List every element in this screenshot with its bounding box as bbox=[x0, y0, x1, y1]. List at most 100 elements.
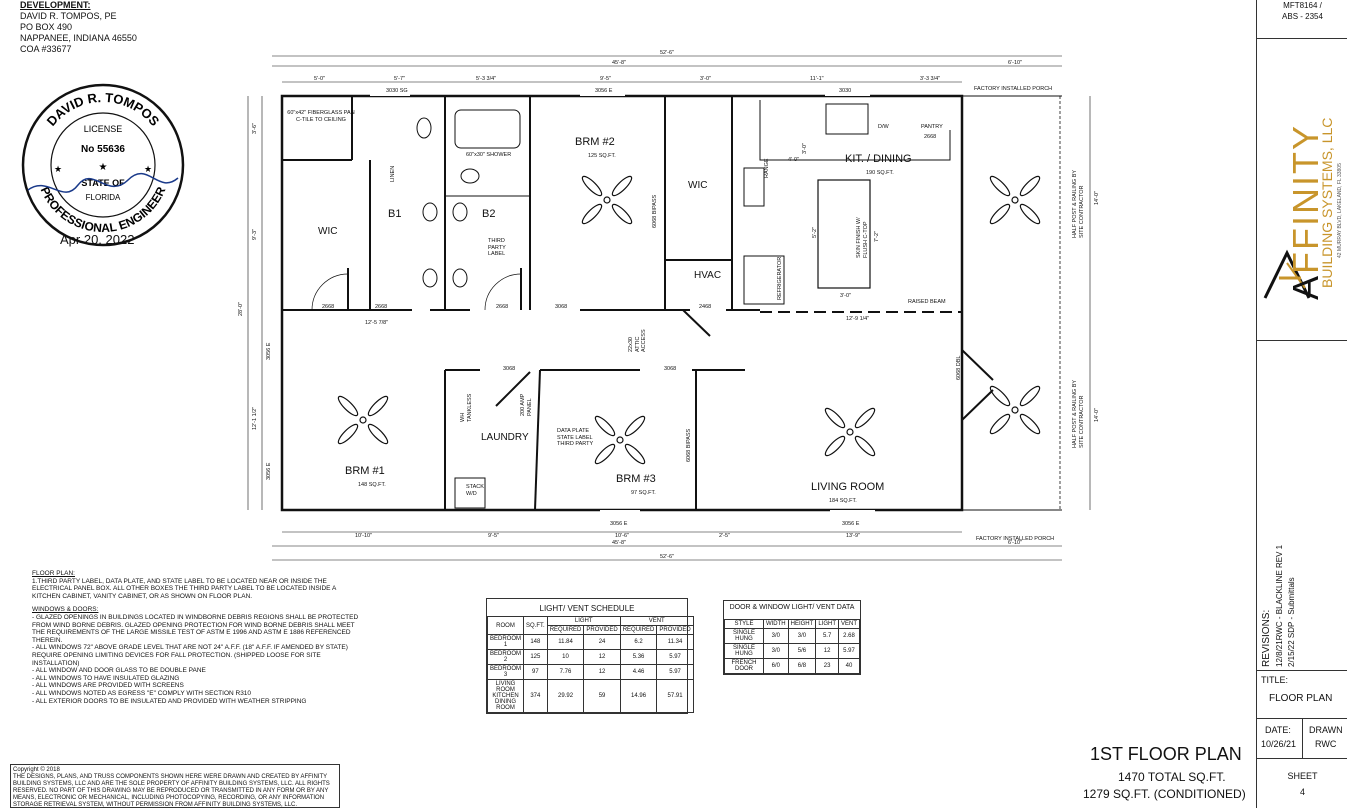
table-cell: 4.46 bbox=[619, 664, 658, 680]
table-cell: 5.97 bbox=[656, 649, 694, 665]
seal-license: LICENSE bbox=[84, 124, 123, 134]
annotation-dw: D/W bbox=[878, 124, 889, 130]
note-item: 1.THIRD PARTY LABEL, DATA PLATE, AND STA… bbox=[32, 577, 336, 600]
table-cell: 29.92 bbox=[546, 679, 585, 713]
annotation-french-door: 6068 DBL bbox=[956, 355, 962, 380]
sheet-label: SHEET bbox=[1287, 771, 1318, 781]
annotation-attic: 22x30 ATTIC ACCESS bbox=[628, 329, 647, 352]
note-item: - ALL EXTERIOR DOORS TO BE INSULATED AND… bbox=[32, 697, 307, 705]
dimension-label: 4'-0" bbox=[788, 157, 799, 163]
developer-line: PO BOX 490 bbox=[20, 22, 73, 32]
table-cell: LIVING ROOM KITCHEN DINING ROOM bbox=[486, 679, 525, 713]
dimension-label: 45'-8" bbox=[612, 540, 627, 546]
note-item: - ALL WINDOWS 72" ABOVE GRADE LEVEL THAT… bbox=[32, 644, 348, 667]
dimension-label: 3'-6" bbox=[252, 123, 258, 134]
table-cell: 5.97 bbox=[837, 643, 861, 659]
developer-line: COA #33677 bbox=[20, 44, 72, 54]
dimension-label: 13'-9" bbox=[846, 533, 861, 539]
note-item: - ALL WINDOWS ARE PROVIDED WITH SCREENS bbox=[32, 682, 184, 690]
annotation-data-plate: DATA PLATE STATE LABEL THIRD PARTY bbox=[557, 428, 594, 447]
table-header: ROOM bbox=[486, 616, 525, 635]
title-block-sidebar: MFT8164 / ABS - 2354 AFFINITY BUILDING S… bbox=[1256, 0, 1347, 808]
room-area: 184 SQ.FT. bbox=[829, 498, 857, 504]
annotation-third-party: THIRD PARTY LABEL bbox=[488, 238, 506, 257]
table-header: VENT bbox=[837, 619, 861, 629]
table-cell: 10 bbox=[546, 649, 585, 665]
code-line: MFT8164 / bbox=[1283, 1, 1322, 10]
table-cell: 5.97 bbox=[656, 664, 694, 680]
dimension-label: 12'-5 7/8" bbox=[365, 320, 389, 326]
seal-number: No 55636 bbox=[81, 144, 125, 155]
annotation-linen: LINEN bbox=[390, 165, 396, 182]
sink-icon bbox=[452, 268, 468, 288]
table-header: WIDTH bbox=[762, 619, 789, 629]
table-cell: 5.7 bbox=[815, 628, 839, 644]
annotation-stack: STACK W/D bbox=[466, 484, 484, 497]
ceiling-fan-icon bbox=[337, 395, 389, 445]
ceiling-fan-icon bbox=[824, 407, 876, 457]
drawn-label: DRAWN bbox=[1309, 725, 1343, 735]
light-vent-schedule: LIGHT/ VENT SCHEDULE ROOM SQ.FT. LIGHT V… bbox=[486, 598, 694, 714]
room-label-b1: B1 bbox=[388, 208, 402, 220]
annotation-island: SKIN FINISH W/ FLUSH C-TOP bbox=[856, 217, 869, 258]
annotation-refrigerator: REFRIGERATOR bbox=[777, 256, 783, 300]
table-cell: BEDROOM 2 bbox=[486, 649, 525, 665]
table-cell: 3/0 bbox=[762, 643, 789, 659]
developer-line: DAVID R. TOMPOS, PE bbox=[20, 11, 117, 21]
annotation-range: RANGE bbox=[764, 158, 770, 178]
table-cell: 374 bbox=[523, 679, 548, 713]
room-label-wic: WIC bbox=[318, 226, 338, 237]
room-label-b2: B2 bbox=[482, 208, 496, 220]
door-label: 2668 bbox=[924, 134, 937, 140]
developer-line: NAPPANEE, INDIANA 46550 bbox=[20, 33, 137, 43]
annotation-pan: 60"x42" FIBERGLASS PAN C-TILE TO CEILING bbox=[287, 110, 355, 123]
dimension-label: 28'-0" bbox=[238, 301, 244, 316]
dimension-label: 14'-0" bbox=[1094, 190, 1100, 205]
dimension-label: 2'-5" bbox=[719, 533, 730, 539]
sheet-value: 4 bbox=[1299, 787, 1305, 797]
schedule-title: DOOR & WINDOW LIGHT/ VENT DATA bbox=[729, 604, 855, 611]
company-logo: AFFINITY BUILDING SYSTEMS, LLC 42 MURRAY… bbox=[1257, 38, 1347, 340]
table-header: STYLE bbox=[724, 619, 764, 629]
ceiling-fan-icon bbox=[989, 175, 1041, 225]
room-label-brm3: BRM #3 bbox=[616, 473, 656, 485]
table-cell: 11.34 bbox=[656, 634, 694, 650]
note-item: - ALL WINDOWS NOTED AS EGRESS "E" COMPLY… bbox=[32, 689, 252, 697]
table-cell: 57.91 bbox=[656, 679, 694, 713]
table-header: REQUIRED bbox=[546, 625, 585, 635]
general-notes: FLOOR PLAN: 1.THIRD PARTY LABEL, DATA PL… bbox=[32, 566, 362, 705]
table-cell: BEDROOM 3 bbox=[486, 664, 525, 680]
total-sqft: 1470 TOTAL SQ.FT. bbox=[1118, 770, 1226, 784]
annotation-bipass: 6068 BIPASS bbox=[686, 428, 692, 462]
table-header: LIGHT bbox=[546, 616, 621, 626]
door-label: 3068 bbox=[555, 304, 568, 310]
dimension-label: 12'-9 1/4" bbox=[846, 316, 870, 322]
note-item: - GLAZED OPENINGS IN BUILDINGS LOCATED I… bbox=[32, 613, 359, 644]
table-header: SQ.FT. bbox=[523, 616, 548, 635]
room-label-hvac: HVAC bbox=[694, 270, 722, 281]
toilet-icon bbox=[460, 168, 480, 184]
table-cell: BEDROOM 1 bbox=[486, 634, 525, 650]
annotation-porch: FACTORY INSTALLED PORCH bbox=[974, 86, 1053, 92]
door-label: 2668 bbox=[496, 304, 509, 310]
table-cell: SINGLE HUNG bbox=[724, 643, 764, 659]
ceiling-fan-icon bbox=[581, 175, 633, 225]
window-label: 3056 E bbox=[610, 521, 628, 527]
room-label-brm2: BRM #2 bbox=[575, 136, 615, 148]
annotation-railing: HALF POST & RAILING BY SITE CONTRACTOR bbox=[1072, 380, 1085, 448]
schedule-title: LIGHT/ VENT SCHEDULE bbox=[539, 604, 635, 613]
dimension-label: 5'-2" bbox=[812, 227, 818, 238]
note-item: - ALL WINDOW AND DOOR GLASS TO BE DOUBLE… bbox=[32, 667, 206, 675]
seal-star-left-icon: ★ bbox=[54, 165, 62, 175]
dimension-label: 5'-0" bbox=[314, 76, 325, 82]
dimension-label: 6'-10" bbox=[1008, 540, 1023, 546]
dimension-label: 5'-7" bbox=[394, 76, 405, 82]
notes-heading: FLOOR PLAN: bbox=[32, 570, 75, 577]
table-cell: 5.36 bbox=[619, 649, 658, 665]
